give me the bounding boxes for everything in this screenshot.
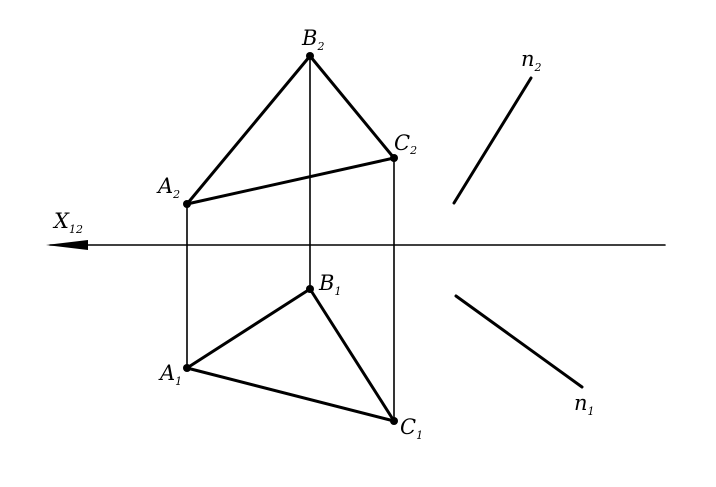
point-c1 [390, 417, 398, 425]
label-b1: B1 [318, 271, 341, 298]
edge-a2-b2 [185, 54, 312, 206]
edge-b2-c2 [308, 54, 396, 160]
line-n1 [454, 294, 584, 389]
label-b2: B2 [301, 26, 324, 53]
label-n1: n1 [574, 391, 595, 418]
label-axis-x12: X12 [52, 209, 83, 236]
edge-a2-c2 [185, 156, 396, 206]
point-b1 [306, 285, 314, 293]
point-a2 [183, 200, 191, 208]
line-n2 [452, 76, 533, 205]
point-c2 [390, 154, 398, 162]
edge-a1-b1 [185, 287, 312, 370]
axis-x12-arrowhead [46, 240, 88, 250]
edge-b1-c1 [308, 287, 396, 423]
label-a1: A1 [158, 361, 182, 388]
label-n2: n2 [521, 47, 542, 74]
label-a2: A2 [156, 174, 180, 201]
point-a1 [183, 364, 191, 372]
point-b2 [306, 52, 314, 60]
label-c2: C2 [394, 131, 417, 157]
label-c1: C1 [400, 415, 423, 442]
edge-a1-c1 [185, 366, 396, 423]
